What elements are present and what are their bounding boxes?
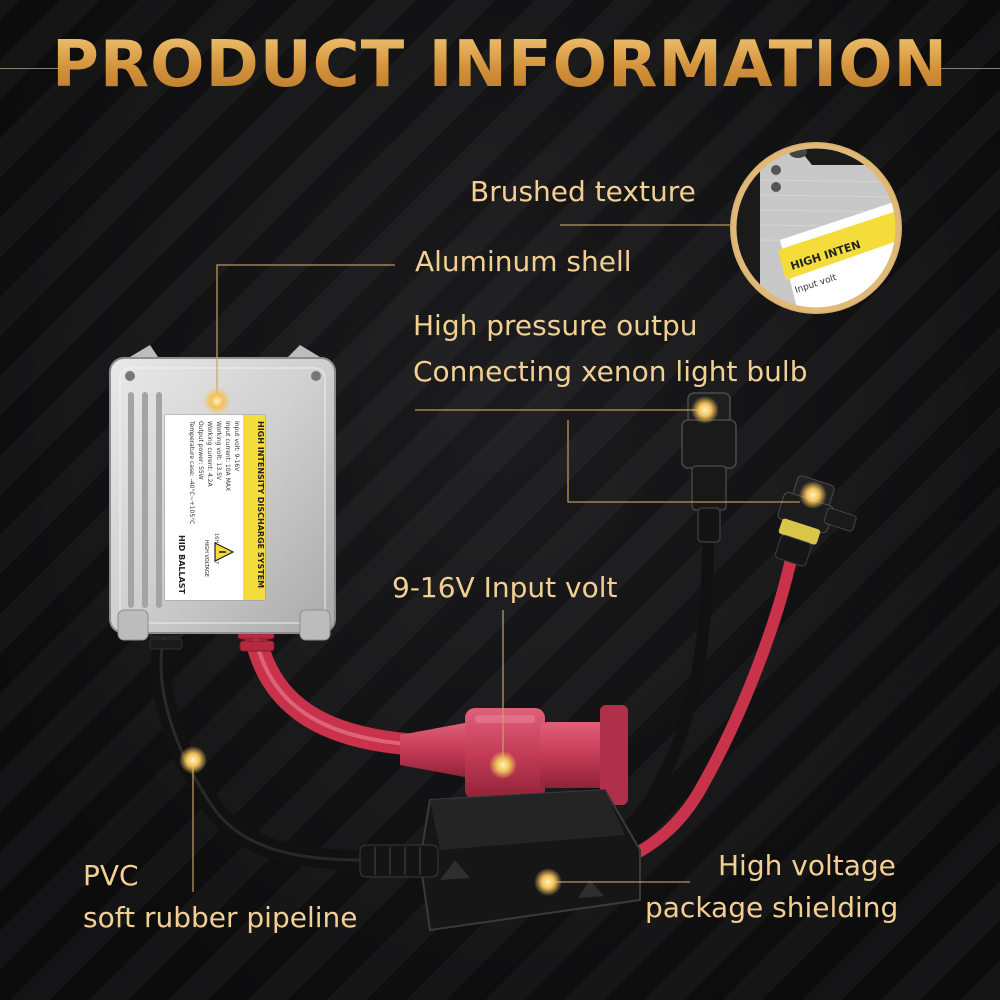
- callout-xenon: [567, 420, 800, 503]
- shielding-box: [359, 788, 641, 932]
- label-pvc: PVC: [83, 859, 139, 892]
- dot-pvc: [179, 746, 207, 774]
- dot-shield: [534, 868, 562, 896]
- ballast-spec-4: Working current: 4.2A: [206, 421, 213, 487]
- label-xenon-bulb: Connecting xenon light bulb: [413, 355, 808, 388]
- callout-aluminum: [216, 264, 395, 398]
- label-high-voltage: High voltage: [718, 849, 896, 882]
- title-rule-left: [0, 68, 60, 69]
- dot-input: [489, 751, 517, 779]
- red-output-cable: [614, 534, 801, 866]
- callout-dots: [179, 387, 827, 896]
- ballast-spec-5: Output power: 55W: [197, 421, 204, 480]
- title-rule-right: [940, 68, 1000, 69]
- dot-xenon: [799, 481, 827, 509]
- ballast-label-footer: HID BALLAST: [177, 535, 186, 595]
- label-soft-rubber: soft rubber pipeline: [83, 901, 358, 934]
- label-package-shielding: package shielding: [645, 891, 899, 924]
- ballast-spec-3: Working volt: 13.5V: [215, 421, 222, 481]
- dot-aluminum: [203, 387, 231, 415]
- dot-highpressure: [691, 396, 719, 424]
- label-high-pressure: High pressure outpu: [413, 309, 698, 342]
- ballast-spec-1: Input volt: 9-16V: [233, 421, 240, 472]
- label-input-volt: 9-16V Input volt: [392, 571, 618, 604]
- ballast-spec-2: Input current: 10A MAX: [224, 421, 231, 491]
- callout-lines: [192, 224, 800, 892]
- ballast-spec-6: Temperature case: -40°C~+105°C: [188, 420, 195, 524]
- label-aluminum-shell: Aluminum shell: [415, 245, 632, 278]
- label-brushed-texture: Brushed texture: [470, 175, 696, 208]
- ballast-warning-text: HIGH VOLTAGE: [203, 540, 209, 577]
- warning-triangle-icon: [214, 542, 235, 562]
- brushed-texture-inset: HIGH INTEN Input volt: [730, 142, 902, 314]
- page-title: PRODUCT INFORMATION: [0, 28, 1000, 102]
- ballast-label-header: HIGH INTENSITY DISCHARGE SYSTEM: [256, 421, 265, 588]
- ballast-label: HIGH INTENSITY DISCHARGE SYSTEM Input vo…: [164, 414, 266, 601]
